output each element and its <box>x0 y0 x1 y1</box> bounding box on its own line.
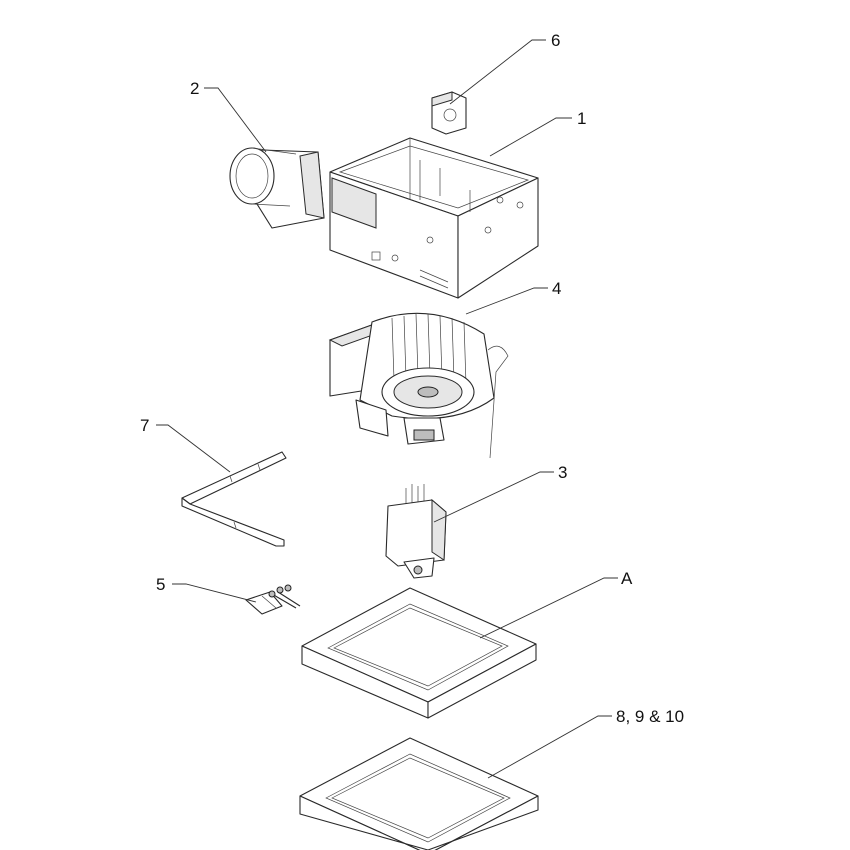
callout-2: 2 <box>190 79 199 98</box>
part-1-housing <box>329 137 539 299</box>
callout-7: 7 <box>140 416 149 435</box>
callout-8-9-10: 8, 9 & 10 <box>616 707 684 726</box>
part-8-9-10-grille <box>299 737 539 850</box>
callout-1: 1 <box>577 109 586 128</box>
callout-5: 5 <box>156 575 165 594</box>
part-4-blower-assembly <box>328 312 509 459</box>
callout-a: A <box>621 569 633 588</box>
part-6-bracket <box>431 91 467 135</box>
part-5-hardware <box>245 584 301 615</box>
callout-labels: 6 1 2 4 7 3 5 A 8, 9 & 10 <box>140 31 684 726</box>
part-a-grille <box>301 587 537 719</box>
callout-4: 4 <box>552 279 561 298</box>
part-2-duct-connector <box>229 147 325 229</box>
part-7-angle-bracket <box>181 451 287 547</box>
part-3-motor-module <box>385 484 447 579</box>
callout-6: 6 <box>551 31 560 50</box>
callout-3: 3 <box>558 463 567 482</box>
leader-lines <box>156 39 618 779</box>
